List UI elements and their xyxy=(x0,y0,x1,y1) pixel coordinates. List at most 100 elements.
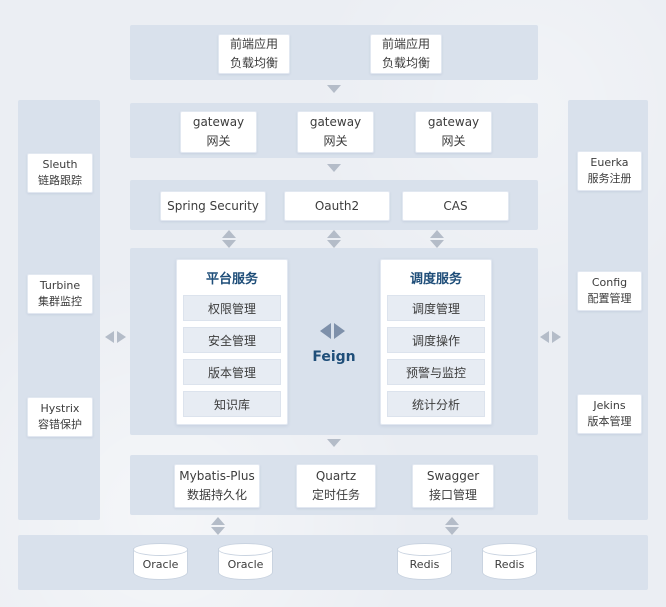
gateway-line2: 网关 xyxy=(206,134,231,148)
cylinder-top-icon xyxy=(133,543,188,556)
config-box: Config 配置管理 xyxy=(577,271,642,311)
spring-security-label: Spring Security xyxy=(167,198,259,213)
database-cylinder: Oracle xyxy=(133,543,188,585)
database-label: Redis xyxy=(409,558,440,571)
flow-arrow-vertical xyxy=(430,230,444,248)
right-arrow-icon xyxy=(334,323,345,339)
turbine-line2: 集群监控 xyxy=(38,295,82,308)
hystrix-box: Hystrix 容错保护 xyxy=(27,397,93,437)
flow-arrow-vertical xyxy=(211,517,225,535)
jenkins-box: Jekins 版本管理 xyxy=(577,394,642,434)
gateway-line2: 网关 xyxy=(441,134,466,148)
mybatis-box: Mybatis-Plus 数据持久化 xyxy=(174,464,260,508)
platform-service-item: 权限管理 xyxy=(183,295,281,321)
left-arrow-icon xyxy=(540,331,549,343)
swagger-box: Swagger 接口管理 xyxy=(412,464,494,508)
schedule-service-item: 调度管理 xyxy=(387,295,485,321)
down-arrow-icon xyxy=(327,85,341,93)
database-cylinder: Oracle xyxy=(218,543,273,585)
platform-service-item: 版本管理 xyxy=(183,359,281,385)
up-arrow-icon xyxy=(430,230,444,238)
frontend-lb-box: 前端应用 负载均衡 xyxy=(218,34,290,74)
platform-service-item: 安全管理 xyxy=(183,327,281,353)
down-arrow-icon xyxy=(445,527,459,535)
gateway-line1: gateway xyxy=(427,115,480,130)
spring-security-box: Spring Security xyxy=(160,191,266,221)
up-arrow-icon xyxy=(445,517,459,525)
flow-arrow-vertical xyxy=(445,517,459,535)
down-arrow-icon xyxy=(327,240,341,248)
hystrix-line1: Hystrix xyxy=(40,401,80,415)
config-line1: Config xyxy=(591,275,628,289)
up-arrow-icon xyxy=(327,230,341,238)
frontend-band xyxy=(130,25,538,80)
sleuth-line2: 链路跟踪 xyxy=(38,174,82,187)
frontend-lb-line1: 前端应用 xyxy=(229,37,278,52)
eureka-line1: Euerka xyxy=(590,155,629,169)
platform-service-title: 平台服务 xyxy=(205,272,258,287)
flow-arrow-vertical xyxy=(327,230,341,248)
gateway-box: gateway 网关 xyxy=(415,111,492,153)
gateway-line1: gateway xyxy=(309,115,362,130)
jenkins-line2: 版本管理 xyxy=(587,415,632,428)
platform-service-panel: 平台服务 权限管理 安全管理 版本管理 知识库 xyxy=(176,259,288,425)
jenkins-line1: Jekins xyxy=(593,398,626,412)
oauth2-box: Oauth2 xyxy=(284,191,390,221)
quartz-line1: Quartz xyxy=(315,469,357,484)
left-arrow-icon xyxy=(320,323,331,339)
flow-arrow-down xyxy=(327,439,341,447)
quartz-box: Quartz 定时任务 xyxy=(296,464,376,508)
frontend-lb-line1: 前端应用 xyxy=(381,37,430,52)
frontend-lb-line2: 负载均衡 xyxy=(229,56,278,70)
oauth2-label: Oauth2 xyxy=(314,198,360,213)
schedule-service-panel: 调度服务 调度管理 调度操作 预警与监控 统计分析 xyxy=(380,259,492,425)
feign-arrows xyxy=(320,323,345,339)
down-arrow-icon xyxy=(430,240,444,248)
sleuth-line1: Sleuth xyxy=(42,157,78,171)
gateway-line1: gateway xyxy=(192,115,245,130)
left-arrow-icon xyxy=(105,331,114,343)
cas-box: CAS xyxy=(402,191,509,221)
up-arrow-icon xyxy=(222,230,236,238)
swagger-line2: 接口管理 xyxy=(428,488,477,502)
flow-arrow-down xyxy=(327,164,341,172)
mybatis-line1: Mybatis-Plus xyxy=(179,469,255,484)
mybatis-line2: 数据持久化 xyxy=(186,488,247,502)
down-arrow-icon xyxy=(327,439,341,447)
frontend-lb-line2: 负载均衡 xyxy=(381,56,430,70)
cylinder-top-icon xyxy=(218,543,273,556)
turbine-box: Turbine 集群监控 xyxy=(27,274,93,314)
cas-label: CAS xyxy=(443,198,468,213)
feign-label: Feign xyxy=(312,349,356,365)
flow-arrow-horizontal xyxy=(540,331,561,343)
hystrix-line2: 容错保护 xyxy=(38,418,82,431)
gateway-box: gateway 网关 xyxy=(180,111,257,153)
right-arrow-icon xyxy=(117,331,126,343)
schedule-service-item: 调度操作 xyxy=(387,327,485,353)
flow-arrow-down xyxy=(327,85,341,93)
schedule-service-item: 统计分析 xyxy=(387,391,485,417)
database-label: Oracle xyxy=(227,558,264,571)
turbine-line1: Turbine xyxy=(39,278,81,292)
down-arrow-icon xyxy=(211,527,225,535)
gateway-line2: 网关 xyxy=(323,134,348,148)
config-line2: 配置管理 xyxy=(587,292,632,305)
down-arrow-icon xyxy=(222,240,236,248)
quartz-line2: 定时任务 xyxy=(311,488,360,502)
swagger-line1: Swagger xyxy=(426,469,480,484)
database-label: Oracle xyxy=(142,558,179,571)
schedule-service-title: 调度服务 xyxy=(409,272,462,287)
gateway-box: gateway 网关 xyxy=(297,111,374,153)
cylinder-top-icon xyxy=(482,543,537,556)
eureka-box: Euerka 服务注册 xyxy=(577,151,642,191)
database-cylinder: Redis xyxy=(482,543,537,585)
database-label: Redis xyxy=(494,558,525,571)
platform-service-item: 知识库 xyxy=(183,391,281,417)
up-arrow-icon xyxy=(211,517,225,525)
database-band xyxy=(18,535,648,590)
eureka-line2: 服务注册 xyxy=(587,172,632,185)
cylinder-top-icon xyxy=(397,543,452,556)
database-cylinder: Redis xyxy=(397,543,452,585)
frontend-lb-box: 前端应用 负载均衡 xyxy=(370,34,442,74)
